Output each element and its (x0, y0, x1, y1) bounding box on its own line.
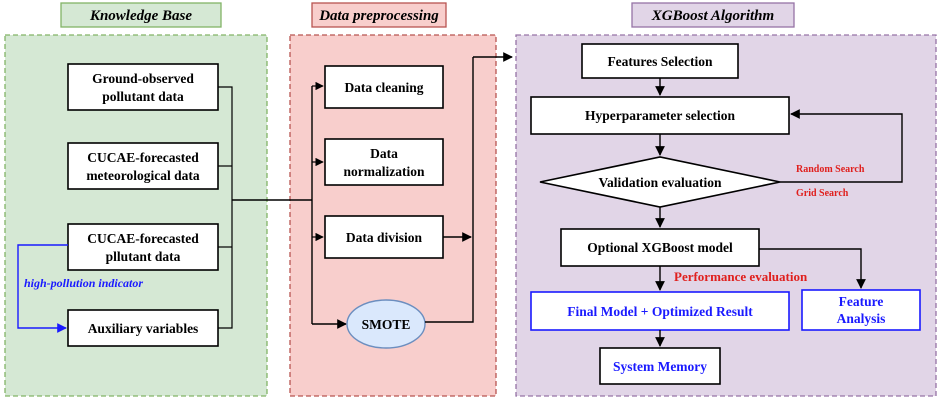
data-normalization-line1: Data (370, 146, 398, 161)
knowledge-title-box (60, 2, 222, 28)
met-forecast-line2: meteorological data (86, 168, 200, 183)
data-normalization-box (324, 138, 444, 186)
high-pollution-label: high-pollution indicator (24, 276, 143, 290)
arrow-model-to-analysis (759, 248, 866, 289)
pollutant-forecast-line1: CUCAE-forecasted (87, 231, 199, 246)
final-model-box (530, 291, 790, 331)
features-selection-label: Features Selection (607, 54, 713, 69)
knowledge-title: Knowledge Base (89, 8, 192, 24)
search-loop (780, 109, 903, 183)
smote-label: SMOTE (362, 317, 411, 332)
auxiliary-label: Auxiliary variables (88, 321, 199, 336)
auxiliary-box (67, 309, 219, 347)
preprocessing-title-box (311, 2, 447, 28)
knowledge-bracket (218, 86, 233, 329)
random-search-label: Random Search (796, 164, 865, 175)
data-cleaning-box (324, 65, 444, 109)
optional-model-label: Optional XGBoost model (587, 240, 733, 255)
pollutant-forecast-box (67, 223, 219, 271)
xgboost-title-box (631, 2, 795, 28)
system-memory-box (599, 347, 721, 385)
xgboost-title: XGBoost Algorithm (651, 8, 774, 24)
feature-analysis-line2: Analysis (837, 311, 886, 326)
data-division-box (324, 215, 444, 259)
data-normalization-line2: normalization (344, 164, 425, 179)
smote-ellipse (346, 299, 426, 349)
pollutant-forecast-line2: pllutant data (106, 249, 181, 264)
validation-label: Validation evaluation (599, 175, 722, 190)
feature-analysis-box (801, 289, 921, 331)
ground-observed-line2: pollutant data (102, 89, 184, 104)
feature-analysis-line1: Feature (839, 294, 884, 309)
xgboost-panel (515, 34, 937, 397)
performance-label: Performance evaluation (674, 269, 808, 284)
high-pollution-connector (17, 244, 68, 333)
smote-to-merge (425, 57, 474, 323)
data-cleaning-label: Data cleaning (344, 80, 423, 95)
preprocessing-title: Data preprocessing (318, 8, 439, 24)
data-division-label: Data division (346, 230, 423, 245)
met-forecast-line1: CUCAE-forecasted (87, 150, 199, 165)
system-memory-label: System Memory (613, 359, 707, 374)
features-selection-box (581, 43, 739, 79)
hyperparameter-label: Hyperparameter selection (585, 108, 736, 123)
optional-model-box (560, 228, 760, 267)
grid-search-label: Grid Search (796, 188, 849, 199)
final-model-label: Final Model + Optimized Result (567, 304, 753, 319)
ground-observed-line1: Ground-observed (92, 71, 194, 86)
